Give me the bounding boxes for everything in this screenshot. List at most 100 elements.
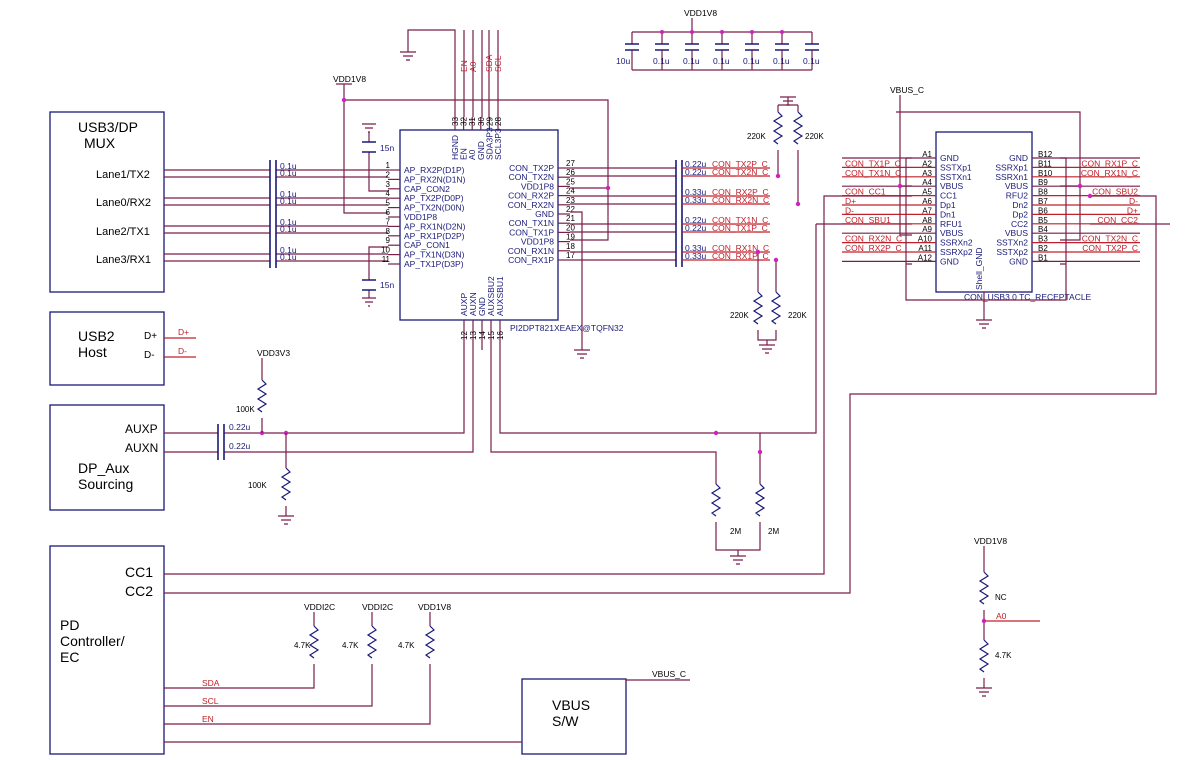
- output-net-label: CON_RX1P_C: [712, 251, 769, 261]
- chip-right-pin-num: 19: [566, 233, 575, 242]
- chip-top-pin-name: SDA3P3: [484, 127, 494, 160]
- usb2-title-1: USB2: [78, 328, 115, 344]
- connector-right-net: CON_SBU2: [1092, 187, 1138, 197]
- connector-right-pin-name: SSTXp2: [996, 247, 1028, 257]
- chip-right-pin-num: 23: [566, 196, 575, 205]
- connector-left-pin-num: A2: [922, 159, 932, 168]
- connector-right-pin-num: B8: [1038, 188, 1048, 197]
- chip-left-pin-name: AP_RX2N(D1N): [404, 174, 466, 184]
- usb3-mux-title-2: MUX: [84, 135, 116, 151]
- chip-top-pin-num: 31: [468, 117, 477, 126]
- chip-left-pin-name: AP_TX2N(D0N): [404, 203, 465, 213]
- r4k7-c-label: 4.7K: [398, 641, 415, 650]
- chip-right-pin-num: 26: [566, 168, 575, 177]
- lane-label-1: Lane1/TX2: [96, 169, 150, 181]
- connector-right-pin-name: Dn2: [1012, 200, 1028, 210]
- output-cap-label: 0.33u: [685, 187, 707, 197]
- a0-net-label: A0: [996, 611, 1007, 621]
- connector-right-pin-num: B11: [1038, 159, 1052, 168]
- usb2-title-2: Host: [78, 344, 107, 360]
- decoupling-cap-label: 0.1u: [743, 56, 760, 66]
- connector-right-pin-name: Dp2: [1012, 209, 1028, 219]
- cap-15n-bottom: 15n: [362, 246, 394, 307]
- chip-left-pin-name: AP_TX2P(D0P): [404, 193, 464, 203]
- chip-bottom-pin-name: AUXSBU2: [486, 276, 496, 316]
- connector-left-net: CON_SBU1: [845, 215, 891, 225]
- input-cap-label: 0.1u: [280, 189, 297, 199]
- vdd1v8-left-label: VDD1V8: [333, 74, 366, 84]
- aux-label-n: AUXN: [125, 441, 158, 455]
- connector-right-pin-num: B9: [1038, 178, 1048, 187]
- pd-controller-block: CC1 CC2 PD Controller/ EC: [49, 545, 165, 755]
- chip-right-pin-name: CON_TX2N: [509, 172, 554, 182]
- usb2-net-dminus: D-: [178, 346, 187, 356]
- lane-label-3: Lane2/TX1: [96, 226, 150, 238]
- connector-left-pin-name: GND: [940, 153, 959, 163]
- connector-right-pin-num: B10: [1038, 169, 1053, 178]
- connector-left-pin-name: SSTXp1: [940, 162, 972, 172]
- dp-aux-title-2: Sourcing: [78, 476, 133, 492]
- vdd1v8-left-feed: VDD1V8: [333, 74, 609, 214]
- connector-right-pin-num: B3: [1038, 235, 1048, 244]
- chip-left-pin-num: 10: [381, 246, 390, 255]
- r220k-d-label: 220K: [788, 311, 807, 320]
- vbus-sw-block: VBUS S/W: [521, 678, 627, 755]
- chip-left-pin-num: 5: [386, 199, 391, 208]
- connector-right-pin-name: CC2: [1011, 219, 1028, 229]
- connector-right-pin-num: B6: [1038, 206, 1048, 215]
- usb2-pin-dplus: D+: [144, 331, 157, 342]
- output-net-label: CON_TX1N_C: [712, 215, 768, 225]
- shell-gnd-label: Shell_GND: [974, 247, 984, 290]
- aux-wiring: 0.22u 0.22u: [164, 334, 763, 484]
- output-cap-label: 0.33u: [685, 251, 707, 261]
- lane-label-4: Lane3/RX1: [96, 254, 151, 266]
- nc-label: NC: [995, 593, 1007, 602]
- input-cap-label: 0.1u: [280, 217, 297, 227]
- usb2-wiring: D+ D-: [164, 327, 196, 358]
- chip-left-pin-name: AP_RX1N(D2N): [404, 221, 466, 231]
- vdd3v3-label: VDD3V3: [257, 348, 290, 358]
- connector-left-net: CON_TX1P_C: [845, 158, 901, 168]
- chip-left-pin-name: AP_TX1P(D3P): [404, 259, 464, 269]
- dp-aux-block: AUXP AUXN DP_Aux Sourcing: [49, 404, 165, 511]
- connector-right-pin-num: B1: [1038, 253, 1048, 262]
- pd-title-1: PD: [60, 617, 79, 633]
- output-cap-label: 0.33u: [685, 195, 707, 205]
- output-net-label: CON_TX2P_C: [712, 159, 768, 169]
- r2m-b-label: 2M: [768, 527, 779, 536]
- chip-left-pin-num: 9: [386, 236, 391, 245]
- chip-bottom-pin-name: AUXN: [468, 292, 478, 316]
- chip-top-pin-name: HGND: [450, 135, 460, 160]
- input-cap-labels: 0.1u0.1u0.1u0.1u0.1u0.1u0.1u0.1u: [280, 161, 297, 262]
- output-cap-label: 0.22u: [685, 223, 707, 233]
- connector-left-pin-name: Dn1: [940, 209, 956, 219]
- output-net-label: CON_RX1N_C: [712, 243, 769, 253]
- connector-right-net: CON_CC2: [1097, 215, 1138, 225]
- chip-bottom-pin-name: AUXSBU1: [495, 276, 505, 316]
- connector-right-pin-num: B2: [1038, 244, 1048, 253]
- connector-right-net: CON_RX1P_C: [1081, 158, 1138, 168]
- chip-top-pin-name: GND: [476, 141, 486, 160]
- connector-right-pin-name: VBUS: [1005, 228, 1028, 238]
- vbus-c-connector-label: VBUS_C: [890, 85, 924, 95]
- chip-right-pin-name: VDD1P8: [521, 181, 554, 191]
- chip-top-pin-num: 28: [494, 117, 503, 126]
- chip-right-pin-name: VDD1P8: [521, 237, 554, 247]
- chip-top-pin-num: 30: [477, 117, 486, 126]
- chip-left-pin-num: 8: [386, 227, 391, 236]
- connector-left-net: CON_RX2N_C: [845, 234, 902, 244]
- chip-left-pin-num: 2: [386, 170, 391, 179]
- connector-right-net: CON_RX1N_C: [1081, 168, 1138, 178]
- connector-right-pin-num: B12: [1038, 150, 1053, 159]
- usb2-host-block: USB2 Host D+ D-: [49, 311, 165, 386]
- chip-right-pin-num: 22: [566, 205, 575, 214]
- aux-bias-resistors: VDD3V3 100K 100K: [236, 348, 294, 525]
- decoupling-cap-label: 0.1u: [713, 56, 730, 66]
- input-cap-label: 0.1u: [280, 168, 297, 178]
- connector-right-pin-num: B5: [1038, 216, 1048, 225]
- aux-cap-p-label: 0.22u: [229, 422, 251, 432]
